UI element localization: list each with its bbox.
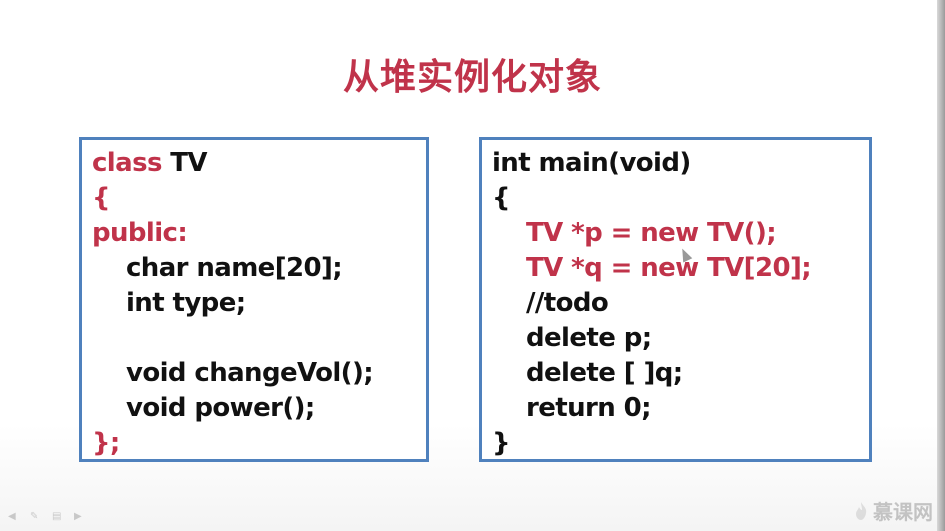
access-specifier: public: xyxy=(92,218,188,248)
code-line: char name[20]; xyxy=(126,253,343,283)
pen-icon[interactable]: ✎ xyxy=(30,511,39,522)
code-line: void power(); xyxy=(126,393,315,423)
slide-title: 从堆实例化对象 xyxy=(342,57,602,98)
previous-icon[interactable]: ◀ xyxy=(8,511,16,522)
class-keyword: class xyxy=(92,148,162,178)
code-line: //todo xyxy=(526,288,609,318)
slide-player-controls[interactable]: ◀ ✎ ▤ ▶ xyxy=(8,511,87,522)
main-function-code-box: int main(void) { TV *p = new TV(); TV *q… xyxy=(479,137,872,462)
window-edge xyxy=(937,0,945,531)
code-line: delete [ ]q; xyxy=(526,358,683,388)
code-line: { xyxy=(92,183,111,213)
code-line: int main(void) xyxy=(492,148,691,178)
code-line: }; xyxy=(92,428,120,458)
code-line: void changeVol(); xyxy=(126,358,374,388)
code-line: { xyxy=(492,183,511,213)
code-line: return 0; xyxy=(526,393,651,423)
code-line: int type; xyxy=(126,288,246,318)
code-line-blank xyxy=(92,321,426,356)
menu-icon[interactable]: ▤ xyxy=(52,511,62,522)
next-icon[interactable]: ▶ xyxy=(74,511,82,522)
code-line: } xyxy=(492,428,511,458)
class-name: TV xyxy=(161,148,207,178)
code-line: delete p; xyxy=(526,323,652,353)
class-definition-code-box: class TV { public: char name[20]; int ty… xyxy=(79,137,429,462)
flame-icon xyxy=(856,501,867,520)
code-line-highlight: TV *p = new TV(); xyxy=(526,218,777,248)
logo-text: 慕课网 xyxy=(873,500,933,524)
site-logo: 慕课网 xyxy=(853,496,933,525)
code-line: class TV xyxy=(92,146,426,181)
code-line-highlight: TV *q = new TV[20]; xyxy=(526,253,812,283)
